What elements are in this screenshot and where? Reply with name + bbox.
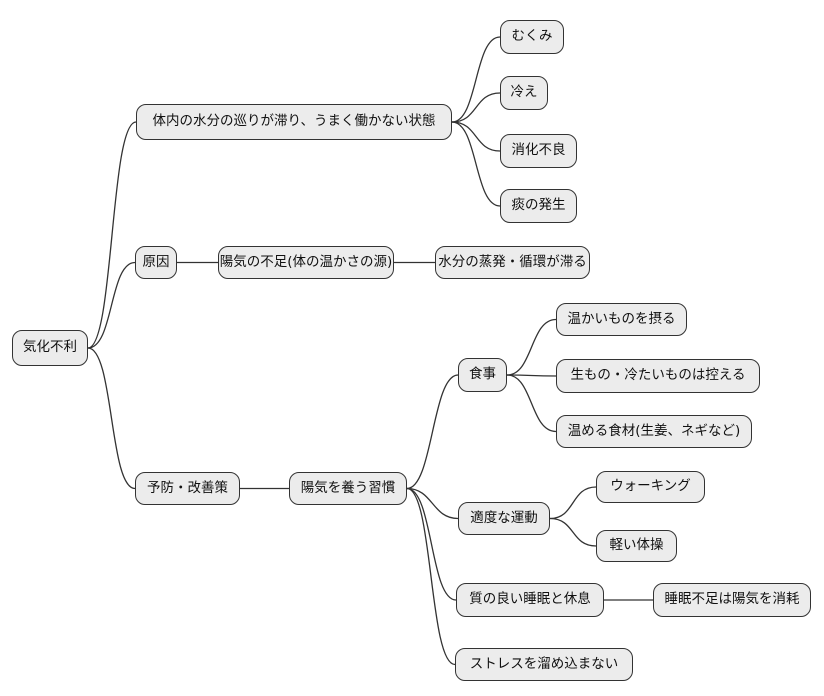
node-yang-deficiency: 陽気の不足(体の温かさの源) [218, 246, 394, 279]
edge-shokuji-atatakai [506, 318, 557, 376]
edge-root-genin [87, 261, 136, 349]
node-light-gymnastics: 軽い体操 [596, 530, 677, 562]
node-yang-habits: 陽気を養う習慣 [289, 472, 407, 505]
edge-shukan-undo [406, 487, 459, 520]
node-diet: 食事 [458, 358, 507, 392]
node-avoid-raw-cold-food: 生もの・冷たいものは控える [556, 359, 760, 393]
node-avoid-stress: ストレスを溜め込まない [455, 648, 633, 681]
edge-shukan-suimin [406, 487, 457, 601]
edge-shukan-shokuji [406, 374, 459, 490]
node-coldness: 冷え [500, 76, 548, 110]
node-warming-ingredients: 温める食材(生姜、ネギなど) [556, 415, 752, 448]
node-indigestion: 消化不良 [500, 134, 577, 168]
edge-state-hie [451, 92, 501, 123]
edge-root-state [87, 121, 137, 349]
node-phlegm: 痰の発生 [500, 189, 577, 223]
edge-undo-walking [549, 486, 597, 520]
node-moderate-exercise: 適度な運動 [458, 502, 550, 535]
node-walking: ウォーキング [596, 471, 705, 503]
node-cause: 原因 [135, 246, 177, 279]
node-symptom-state: 体内の水分の巡りが滞り、うまく働かない状態 [136, 104, 452, 140]
node-root: 気化不利 [12, 330, 88, 366]
edge-state-tan [451, 121, 501, 207]
edge-shokuji-shokuzai [506, 374, 557, 433]
node-eat-warm-food: 温かいものを摂る [556, 303, 687, 336]
edge-shukan-stress [406, 487, 456, 666]
node-prevention: 予防・改善策 [135, 472, 240, 505]
edge-state-mukumi [451, 36, 501, 123]
node-swelling: むくみ [500, 20, 564, 54]
node-sleep-deprivation: 睡眠不足は陽気を消耗 [653, 583, 811, 617]
node-quality-sleep: 質の良い睡眠と休息 [456, 583, 604, 617]
edge-undo-taiso [549, 517, 597, 547]
node-water-circulation-stagnation: 水分の蒸発・循環が滞る [435, 246, 590, 279]
edge-shokuji-namamono [506, 374, 557, 377]
edge-state-shoka [451, 121, 501, 152]
edge-root-yobo [87, 347, 136, 490]
